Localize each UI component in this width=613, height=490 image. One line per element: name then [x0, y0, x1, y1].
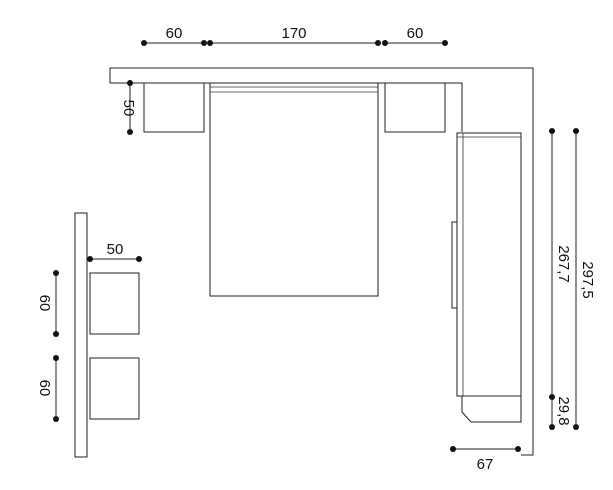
dimension-wardrobe-depth: 67 — [450, 446, 521, 473]
dimension-label: 60 — [36, 380, 53, 397]
dimension-top-right: 60 — [382, 25, 448, 46]
dimension-label: 267,7 — [555, 245, 572, 283]
dimension-label: 60 — [36, 295, 53, 312]
wardrobe — [451, 132, 522, 423]
room-wall — [109, 67, 534, 456]
dimension-label: 60 — [166, 25, 183, 42]
dimension-side-unit-upper: 60 — [36, 270, 59, 337]
dimension-top-left: 60 — [141, 25, 207, 46]
dimension-label: 50 — [107, 241, 124, 258]
nightstand-top-right — [384, 82, 446, 133]
nightstand-top-left — [143, 82, 205, 133]
dimension-corner-segment: 29,8 — [549, 396, 572, 430]
dimension-label: 29,8 — [555, 396, 572, 425]
dimension-label: 67 — [477, 456, 494, 473]
bed — [209, 82, 379, 297]
dimension-label: 60 — [407, 25, 424, 42]
dimension-bed-width: 170 — [207, 25, 381, 46]
dimension-label: 297,5 — [579, 261, 596, 299]
dimension-label: 170 — [281, 25, 306, 42]
dimension-nightstand-depth: 50 — [120, 80, 137, 135]
dimension-side-unit-lower: 60 — [36, 355, 59, 422]
side-unit — [74, 212, 140, 458]
dimension-label: 50 — [120, 100, 137, 117]
dimension-wardrobe-length: 267,7 — [549, 128, 572, 400]
dimension-total-wall-length: 297,5 — [573, 128, 596, 430]
dimension-side-unit-width: 50 — [87, 241, 142, 262]
